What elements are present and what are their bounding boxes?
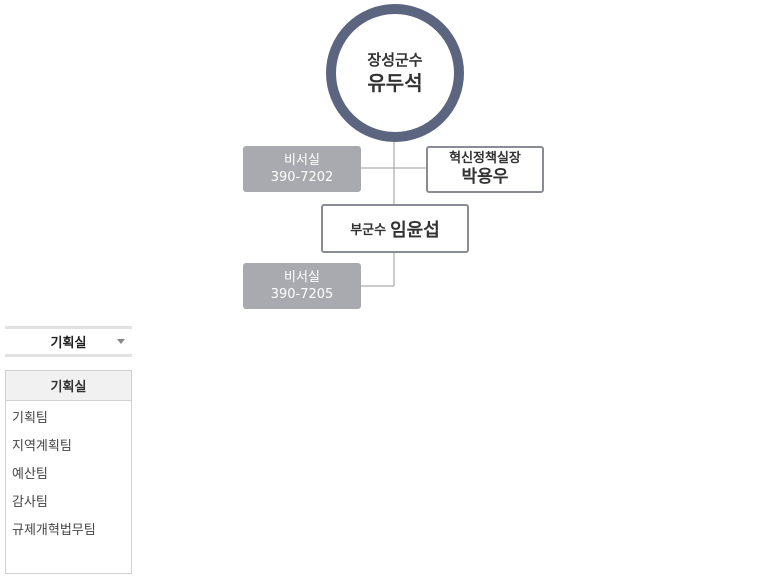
- department-panel: 기획실 기획팀 지역계획팀 예산팀 감사팀 규제개혁법무팀: [5, 370, 132, 574]
- caret-down-icon: [117, 339, 125, 344]
- department-panel-header: 기획실: [6, 371, 131, 401]
- governor-node[interactable]: 장성군수 유두석: [326, 4, 464, 142]
- governor-name: 유두석: [367, 71, 423, 95]
- team-item[interactable]: 감사팀: [12, 495, 48, 510]
- team-item[interactable]: 예산팀: [12, 467, 48, 482]
- innovation-chief-node[interactable]: 혁신정책실장 박용우: [426, 146, 544, 193]
- deputy-governor-node[interactable]: 부군수 임윤섭: [321, 204, 469, 253]
- department-select[interactable]: 기획실: [5, 326, 132, 357]
- team-list: 기획팀 지역계획팀 예산팀 감사팀 규제개혁법무팀: [6, 401, 131, 545]
- innovation-chief-title: 혁신정책실장: [449, 151, 521, 166]
- department-select-value: 기획실: [50, 336, 87, 351]
- secretary-office-phone: 390-7205: [270, 287, 334, 302]
- deputy-governor-name: 임윤섭: [390, 219, 440, 241]
- team-item[interactable]: 규제개혁법무팀: [12, 523, 96, 538]
- secretary-office-label: 비서실: [284, 270, 320, 285]
- governor-title: 장성군수: [367, 51, 423, 69]
- secretary-office-node-2[interactable]: 비서실 390-7205: [243, 263, 361, 309]
- team-item[interactable]: 기획팀: [12, 411, 48, 426]
- secretary-office-node-1[interactable]: 비서실 390-7202: [243, 146, 361, 192]
- innovation-chief-name: 박용우: [461, 167, 509, 187]
- secretary-office-phone: 390-7202: [270, 170, 334, 185]
- deputy-governor-title: 부군수: [350, 223, 387, 238]
- team-item[interactable]: 지역계획팀: [12, 439, 72, 454]
- secretary-office-label: 비서실: [284, 153, 320, 168]
